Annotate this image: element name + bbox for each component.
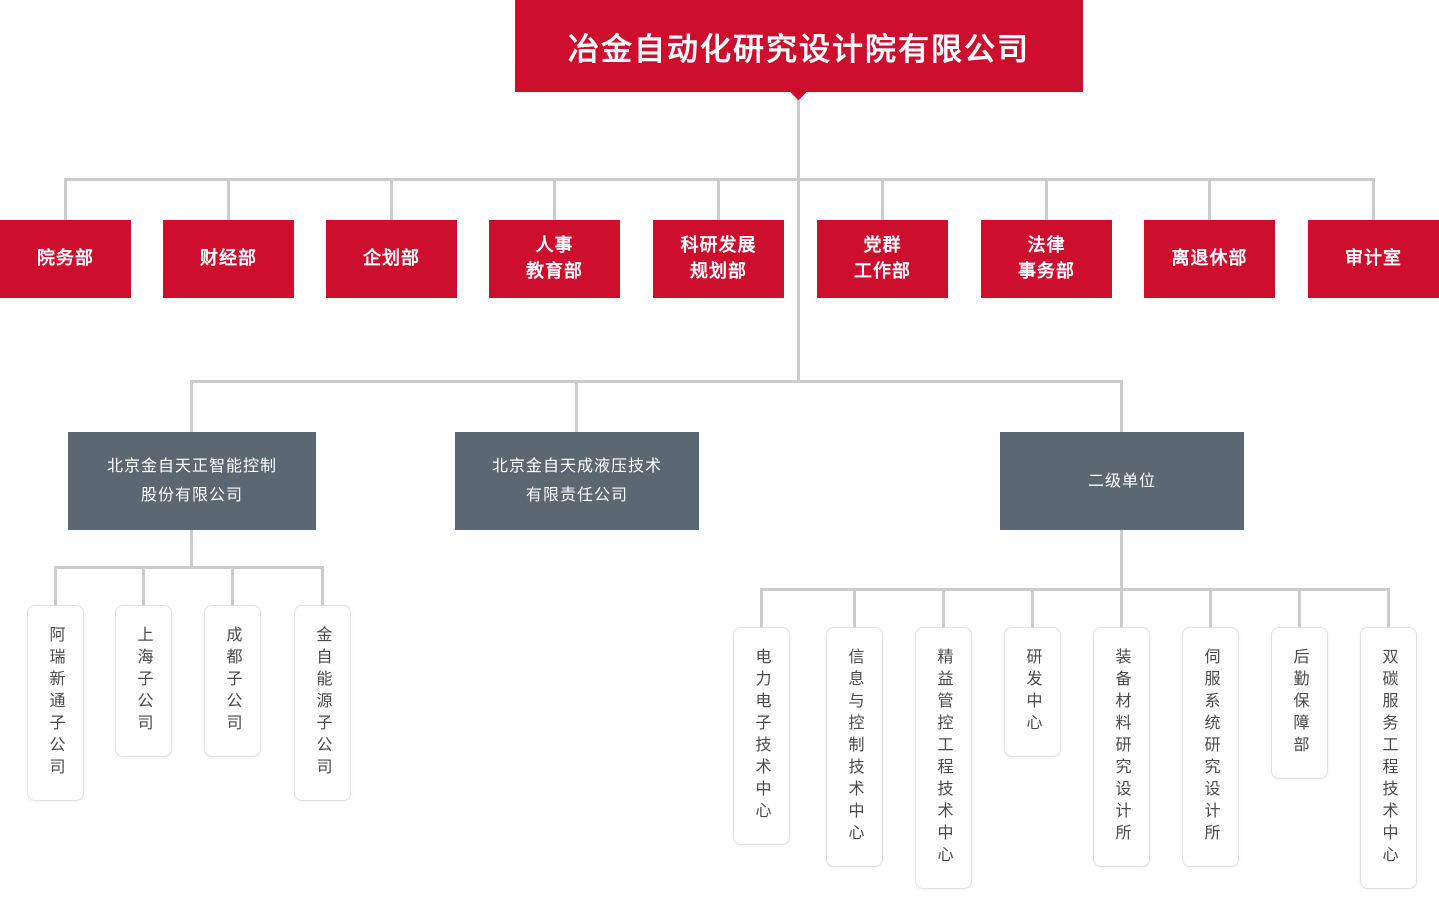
connector-vline-dept [1208, 178, 1211, 220]
connector-vline-unit [1120, 588, 1123, 627]
subsidiary-label: 北京金自天正智能控制 股份有限公司 [106, 456, 277, 504]
connector-vline-dept [1372, 178, 1375, 220]
connector-vline-dept [64, 178, 67, 220]
subsidiary-node: 二级单位 [1000, 432, 1244, 530]
connector-vline-child [321, 566, 324, 605]
department-node: 法律 事务部 [981, 220, 1112, 298]
child-company-label: 成都子公司 [223, 626, 243, 736]
department-label: 离退休部 [1171, 247, 1248, 269]
department-label: 法律 事务部 [1018, 234, 1075, 282]
child-company-label: 阿瑞新通子公司 [46, 626, 66, 780]
connector-vline-tianzheng [190, 530, 193, 568]
connector-vline-child [142, 566, 145, 605]
connector-vline-unit [853, 588, 856, 627]
unit-label: 伺服系统研究设计所 [1201, 648, 1221, 846]
child-company-label: 上海子公司 [134, 626, 154, 736]
connector-vline-dept [1045, 178, 1048, 220]
connector-vline-unit [1387, 588, 1390, 627]
unit-node: 后勤保障部 [1271, 627, 1328, 779]
connector-hline-tianzheng-children [54, 566, 324, 569]
department-node: 离退休部 [1144, 220, 1275, 298]
department-node: 科研发展 规划部 [653, 220, 784, 298]
department-node: 党群 工作部 [817, 220, 948, 298]
root-node-label: 冶金自动化研究设计院有限公司 [568, 31, 1030, 68]
department-node: 财经部 [163, 220, 294, 298]
connector-vline-sub [190, 380, 193, 432]
subsidiary-node: 北京金自天正智能控制 股份有限公司 [68, 432, 316, 530]
connector-vline-dept [553, 178, 556, 220]
department-node: 院务部 [0, 220, 131, 298]
connector-vline-sub [575, 380, 578, 432]
department-label: 企划部 [363, 247, 420, 269]
unit-label: 精益管控工程技术中心 [934, 648, 954, 868]
connector-vline-child [231, 566, 234, 605]
department-label: 人事 教育部 [526, 234, 583, 282]
connector-vline-unit [1031, 588, 1034, 627]
unit-node: 双碳服务工程技术中心 [1360, 627, 1417, 889]
department-label: 审计室 [1345, 247, 1402, 269]
department-node: 审计室 [1308, 220, 1439, 298]
connector-vline-dept [881, 178, 884, 220]
department-label: 院务部 [37, 247, 94, 269]
connector-vline-units-root [1120, 530, 1123, 590]
department-node: 企划部 [326, 220, 457, 298]
unit-node: 电力电子技术中心 [733, 627, 790, 845]
department-label: 科研发展 规划部 [680, 234, 757, 282]
connector-vline-dept [717, 178, 720, 220]
child-company-node: 阿瑞新通子公司 [27, 605, 84, 801]
connector-vline-dept [227, 178, 230, 220]
connector-vline-unit [760, 588, 763, 627]
child-company-node: 成都子公司 [204, 605, 261, 757]
root-node: 冶金自动化研究设计院有限公司 [515, 0, 1083, 92]
unit-node: 伺服系统研究设计所 [1182, 627, 1239, 867]
child-company-label: 金自能源子公司 [313, 626, 333, 780]
unit-node: 研发中心 [1004, 627, 1061, 757]
unit-label: 信息与控制技术中心 [845, 648, 865, 846]
unit-label: 双碳服务工程技术中心 [1379, 648, 1399, 868]
connector-vline-unit [1298, 588, 1301, 627]
subsidiary-label: 二级单位 [1087, 470, 1156, 490]
connector-vline-dept [390, 178, 393, 220]
connector-vline-root [797, 92, 800, 380]
unit-node: 精益管控工程技术中心 [915, 627, 972, 889]
subsidiary-node: 北京金自天成液压技术 有限责任公司 [455, 432, 699, 530]
department-label: 财经部 [200, 247, 257, 269]
unit-node: 装备材料研究设计所 [1093, 627, 1150, 867]
connector-hline-subsidiaries [190, 380, 1123, 383]
child-company-node: 上海子公司 [115, 605, 172, 757]
connector-vline-unit [942, 588, 945, 627]
unit-label: 研发中心 [1023, 648, 1043, 736]
connector-hline-units [760, 588, 1390, 591]
department-node: 人事 教育部 [489, 220, 620, 298]
unit-node: 信息与控制技术中心 [826, 627, 883, 867]
child-company-node: 金自能源子公司 [294, 605, 351, 801]
connector-vline-child [54, 566, 57, 605]
subsidiary-label: 北京金自天成液压技术 有限责任公司 [491, 456, 662, 504]
unit-label: 电力电子技术中心 [752, 648, 772, 824]
unit-label: 装备材料研究设计所 [1112, 648, 1132, 846]
department-label: 党群 工作部 [854, 234, 911, 282]
unit-label: 后勤保障部 [1290, 648, 1310, 758]
connector-vline-unit [1209, 588, 1212, 627]
connector-vline-sub [1120, 380, 1123, 432]
